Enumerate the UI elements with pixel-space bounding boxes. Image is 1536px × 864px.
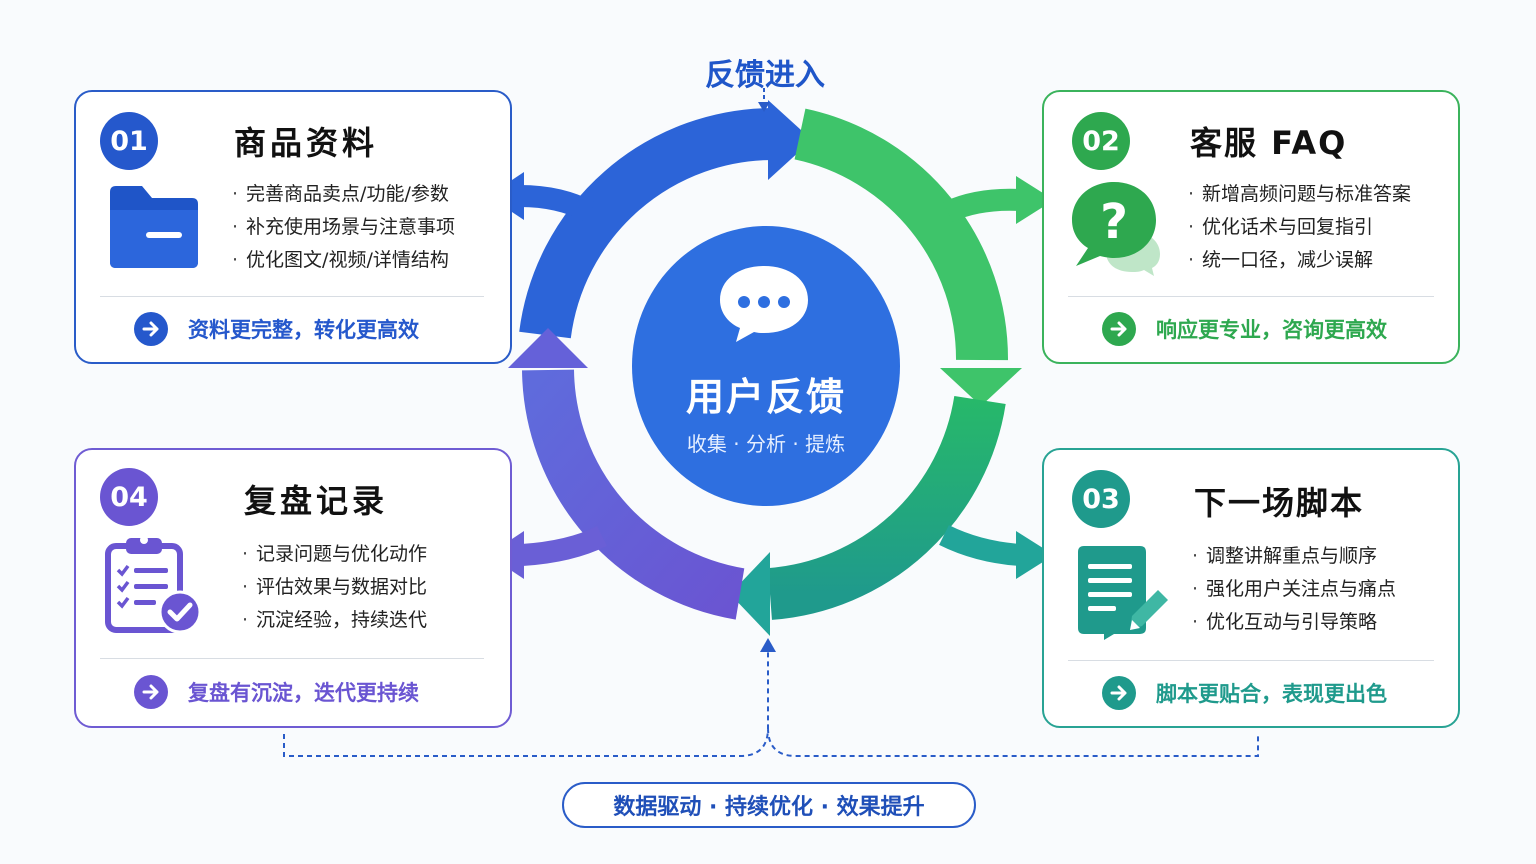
card-04-divider [100,658,484,659]
chat-bubble-icon [720,266,808,342]
side-arrow-to-card-03 [939,525,1021,566]
ring-arc-green [794,108,1009,361]
card-04-footer-text: 复盘有沉淀，迭代更持续 [188,681,419,705]
card-04-title: 复盘记录 [244,482,389,520]
card-02-badge: 02 [1072,112,1130,170]
ring-arc-purple [522,369,745,620]
arrow-right-icon [134,675,168,709]
feedback-entry-label: 反馈进入 [705,58,825,93]
card-01-bullets: ·完善商品卖点/功能/参数 ·补充使用场景与注意事项 ·优化图文/视频/详情结构 [232,178,455,277]
card-03-footer: 脚本更贴合，表现更出色 [1102,676,1387,710]
ring-arrowhead-green [940,368,1022,406]
card-02-divider [1068,296,1434,297]
card-02-footer-text: 响应更专业，咨询更高效 [1156,318,1387,342]
center-subtitle: 收集 · 分析 · 提炼 [686,432,846,456]
ring-arrowhead-purple [508,328,588,368]
ring-arc-blue [519,107,776,339]
card-03-divider [1068,660,1434,661]
card-03-badge: 03 [1072,470,1130,528]
card-04-badge: 04 [100,468,158,526]
card-03-title: 下一场脚本 [1194,484,1365,522]
card-02-footer: 响应更专业，咨询更高效 [1102,312,1387,346]
list-item: ·优化图文/视频/详情结构 [232,249,449,271]
clipboard-check-icon [105,536,202,634]
list-item: ·统一口径，减少误解 [1188,249,1374,271]
list-item: ·补充使用场景与注意事项 [232,216,456,238]
list-item: ·优化话术与回复指引 [1188,216,1374,238]
ring-arrowhead-blue [768,100,812,180]
card-03-footer-text: 脚本更贴合，表现更出色 [1156,682,1387,706]
arrow-right-icon [1102,312,1136,346]
card-01-footer-text: 资料更完整，转化更高效 [188,318,419,342]
list-item: ·记录问题与优化动作 [242,543,428,565]
card-02-bullets: ·新增高频问题与标准答案 ·优化话术与回复指引 ·统一口径，减少误解 [1188,178,1411,277]
list-item: ·优化互动与引导策略 [1192,611,1378,633]
list-item: ·沉淀经验，持续迭代 [242,609,428,631]
bottom-summary-pill: 数据驱动 · 持续优化 · 效果提升 [562,782,976,828]
card-03-bullets: ·调整讲解重点与顺序 ·强化用户关注点与痛点 ·优化互动与引导策略 [1192,540,1396,639]
list-item: ·新增高频问题与标准答案 [1188,183,1412,205]
arrow-right-icon [1102,676,1136,710]
list-item: ·强化用户关注点与痛点 [1192,578,1397,600]
card-04-footer: 复盘有沉淀，迭代更持续 [134,675,419,709]
ring-arc-teal [767,395,1006,620]
side-arrow-to-card-01 [519,185,596,222]
side-arrow-to-card-02 [943,188,1021,223]
bottom-dashed-connector [283,652,1259,757]
card-01-title: 商品资料 [234,124,379,162]
card-01-badge: 01 [100,112,158,170]
svg-text:?: ? [1100,194,1128,250]
card-04-bullets: ·记录问题与优化动作 ·评估效果与数据对比 ·沉淀经验，持续迭代 [242,538,427,637]
arrow-right-icon [134,312,168,346]
question-bubble-icon: ? [1072,182,1160,276]
folder-icon [110,186,198,268]
ring-arrowhead-teal [730,552,770,636]
card-02-title: 客服 FAQ [1190,124,1348,162]
list-item: ·完善商品卖点/功能/参数 [232,183,449,205]
center-title: 用户反馈 [685,375,846,419]
side-arrow-to-card-04 [521,526,607,566]
card-01-footer: 资料更完整，转化更高效 [134,312,419,346]
list-item: ·调整讲解重点与顺序 [1192,545,1378,567]
list-item: ·评估效果与数据对比 [242,576,428,598]
card-01-divider [100,296,484,297]
document-edit-icon [1078,546,1168,640]
